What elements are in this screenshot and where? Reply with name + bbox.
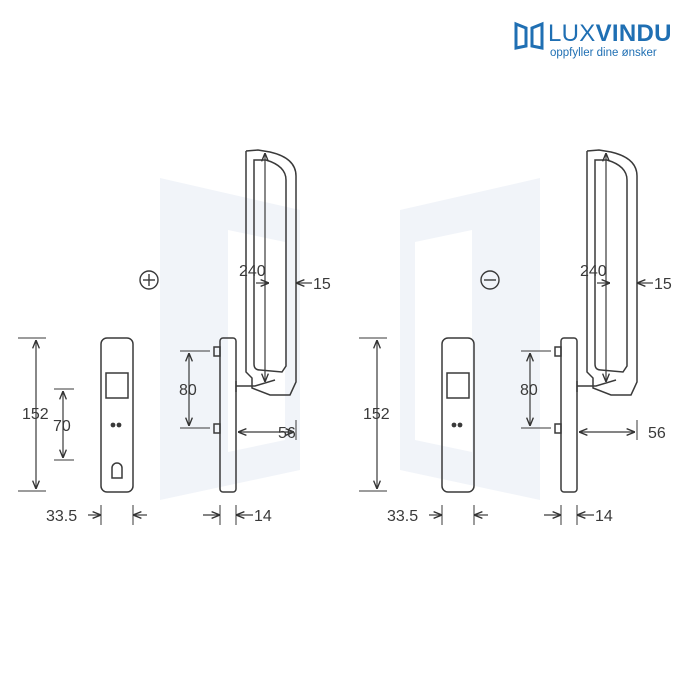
dim-label-handle-length-left: 240 — [239, 263, 266, 280]
dim-label-projection-left: 56 — [278, 425, 296, 442]
brand-tagline: oppfyller dine ønsker — [550, 47, 657, 59]
dim-label-projection-right: 56 — [648, 425, 666, 442]
window-logo-icon — [514, 21, 544, 50]
fixing-screw-top-right — [554, 346, 562, 357]
handle-inner-left — [253, 159, 287, 373]
rose-window-left — [105, 372, 129, 399]
drawing-right — [359, 149, 653, 525]
rose-plate-left — [100, 337, 134, 493]
handle-outline-left — [245, 149, 297, 396]
dim-label-plate-thickness-right: 14 — [595, 508, 613, 525]
dim-label-fixing-spacing-left: 80 — [179, 382, 197, 399]
fixing-dots-right — [451, 422, 463, 428]
watermark-logo — [160, 178, 540, 500]
dim-label-fixing-spacing-right: 80 — [520, 382, 538, 399]
rose-window-right — [446, 372, 470, 399]
dim-label-handle-width-right: 15 — [654, 276, 672, 293]
handle-neck-left — [235, 379, 276, 392]
dim-label-handle-length-right: 240 — [580, 263, 607, 280]
handle-inner-right — [594, 159, 628, 373]
brand-name: LUXVINDU — [548, 21, 672, 47]
brand-logo: LUXVINDU oppfyller dine ønsker — [514, 18, 690, 62]
drawing-left — [18, 149, 312, 525]
dim-label-rose-width-left: 33.5 — [46, 508, 77, 525]
rose-plate-right — [441, 337, 475, 493]
fixing-dots-left — [110, 422, 122, 428]
dim-label-rose-width-right: 33.5 — [387, 508, 418, 525]
brand-name-light: LUX — [548, 20, 596, 47]
fixing-screw-bottom-right — [554, 423, 562, 434]
handle-outline-right — [586, 149, 638, 396]
minus-symbol-icon — [480, 270, 500, 290]
dim-label-keyhole-spacing: 70 — [53, 418, 71, 435]
dim-label-rose-height-right: 152 — [363, 406, 390, 423]
dim-label-handle-width-left: 15 — [313, 276, 331, 293]
keyhole-left — [111, 462, 123, 479]
side-plate-left — [219, 337, 237, 493]
dim-label-rose-height-left: 152 — [22, 406, 49, 423]
plus-symbol-icon — [139, 270, 159, 290]
brand-name-bold: VINDU — [595, 20, 672, 47]
dim-label-plate-thickness-left: 14 — [254, 508, 272, 525]
side-plate-right — [560, 337, 578, 493]
fixing-screw-top-left — [213, 346, 221, 357]
handle-neck-right — [576, 379, 617, 392]
fixing-screw-bottom-left — [213, 423, 221, 434]
